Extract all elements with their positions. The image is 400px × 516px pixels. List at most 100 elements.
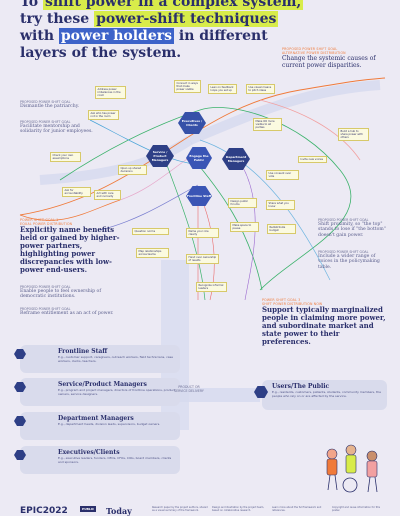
- goal-text: Enable people to feel ownership of democ…: [20, 289, 102, 300]
- hexagon-icon: [14, 450, 26, 460]
- footer-text: Design and illustration by the project t…: [212, 506, 265, 512]
- band-desc: E.g., department heads, division leads, …: [58, 422, 161, 426]
- goal-tag: Proposed power shift goal: [282, 47, 338, 51]
- band-title: Users/The Public: [272, 383, 330, 390]
- technique-note: Ask for accountability: [62, 187, 91, 198]
- headline-highlight: power-shift techniques: [94, 11, 279, 27]
- goal-tag: Power shift goal 3: [262, 298, 301, 302]
- technique-note: Make space to pause: [230, 222, 259, 233]
- band-executives: Executives/Clients E.g., executive leade…: [14, 446, 180, 474]
- headline-text: layers of the system.: [20, 45, 182, 61]
- footer-brand: Today: [106, 506, 132, 516]
- goal-label: Equal power distribution: [20, 222, 73, 226]
- headline-text: with: [20, 28, 59, 44]
- right-goal: Proposed power shift goal Shift proximit…: [318, 218, 388, 238]
- delivery-label: Product or service delivery: [174, 385, 204, 393]
- band-title: Department Managers: [58, 415, 134, 422]
- technique-note: Build a hub to share power with others: [338, 128, 369, 142]
- band-desc: E.g., customer support, caregivers, outr…: [58, 355, 173, 363]
- technique-note: Hand over ownership of results: [186, 254, 219, 265]
- band-title: Frontline Staff: [58, 348, 108, 355]
- top-right-goal: Proposed power shift goal Alternative po…: [282, 47, 387, 69]
- technique-note: Connect in ways that make power visible: [174, 80, 201, 94]
- band-desc: E.g., executive leaders, funders, CEOs, …: [58, 456, 172, 464]
- goal-text: Dismantle the patriarchy.: [20, 104, 80, 109]
- goal-label: Alternative power distribution: [282, 51, 346, 55]
- footer-logo: EPIC2022: [20, 506, 68, 516]
- technique-note: Use visual means to pitch ideas: [246, 84, 275, 95]
- technique-note: Question norms: [132, 228, 169, 236]
- technique-note: Address power imbalances in the room: [95, 86, 126, 100]
- left-goal: Proposed power shift goal Reframe entitl…: [20, 307, 125, 316]
- band-desc: E.g., residents, customers, patients, st…: [272, 390, 381, 398]
- band-service: Service/Product Managers E.g., program a…: [14, 378, 180, 406]
- goal-text: Shift proximity, so "the top" stands to …: [318, 222, 386, 238]
- headline: To shift power in a complex system, try …: [20, 0, 320, 62]
- band-users: Users/The Public E.g., residents, custom…: [254, 380, 387, 410]
- node-executives[interactable]: Executives / Clients: [178, 112, 206, 134]
- technique-note: Open up shared decisions: [118, 165, 147, 176]
- node-service[interactable]: Service / Product Managers: [146, 145, 174, 167]
- technique-note: Recognize informal leaders: [196, 282, 227, 293]
- technique-note: Map relationships across teams: [136, 248, 169, 259]
- orange-path: [19, 77, 386, 216]
- technique-note: Invite new voices: [298, 156, 327, 164]
- goal-tag: Proposed power shift goal: [20, 307, 71, 311]
- goal-text: Include a wider range of voices in the p…: [318, 254, 380, 270]
- left-goal: Proposed power shift goal Dismantle the …: [20, 100, 100, 109]
- band-department: Department Managers E.g., department hea…: [14, 412, 180, 440]
- node-department[interactable]: Department Managers: [222, 148, 250, 170]
- hexagon-icon: [254, 386, 268, 398]
- technique-note: Redistribute budget: [267, 224, 296, 235]
- goal-tag: Proposed power shift goal: [20, 285, 71, 289]
- blue-path: [89, 119, 201, 166]
- goal-text: Reframe entitlement as an act of power.: [20, 311, 114, 316]
- technique-note: Ask who has power not in the room: [88, 110, 119, 121]
- goal-label: Shift power distribution now: [262, 302, 323, 306]
- left-main-goal: Power shift goal 1 Equal power distribut…: [20, 218, 132, 274]
- band-title: Executives/Clients: [58, 449, 120, 456]
- headline-text: To: [20, 0, 44, 10]
- pink-path: [259, 99, 361, 161]
- goal-tag: Power shift goal 1: [20, 218, 59, 222]
- purple-path: [99, 184, 199, 231]
- right-main-goal: Power shift goal 3 Shift power distribut…: [262, 298, 390, 346]
- technique-note: Act with care and curiosity: [94, 190, 121, 201]
- hexagon-icon: [14, 382, 26, 392]
- left-goal: Proposed power shift goal Enable people …: [20, 285, 125, 300]
- footer-text: Learn more about the full framework and …: [272, 506, 322, 512]
- technique-note: Lean on feedback loops you set up: [208, 84, 237, 95]
- hexagon-icon: [14, 349, 26, 359]
- technique-note: Check your own assumptions: [50, 152, 81, 163]
- technique-note: Name your role clearly: [186, 228, 219, 239]
- orange-path: [19, 199, 121, 221]
- technique-note: Design public forums: [228, 198, 257, 209]
- left-goal: Proposed power shift goal Facilitate men…: [20, 120, 100, 135]
- hexagon-icon: [14, 416, 26, 426]
- band-frontline: Frontline Staff E.g., customer support, …: [14, 345, 180, 373]
- goal-tag: Proposed power shift goal: [318, 218, 369, 222]
- goal-text: Change the systemic causes of current po…: [282, 55, 376, 69]
- goal-text: Facilitate mentorship and solidarity for…: [20, 124, 93, 135]
- band-desc: E.g., program and project managers, dire…: [58, 388, 176, 396]
- node-frontline[interactable]: Frontline Staff: [186, 186, 212, 206]
- people-illustration: [326, 444, 378, 493]
- footer-text: Research paper by the project authors, s…: [152, 506, 208, 512]
- node-public[interactable]: Engage the Public: [186, 147, 212, 169]
- band-title: Service/Product Managers: [58, 381, 147, 388]
- purple-path: [234, 154, 256, 301]
- headline-text: in different: [174, 28, 268, 44]
- footer: EPIC2022 PUBLIC Today Research paper by …: [20, 500, 392, 516]
- goal-text: Support typically marginalized people in…: [262, 305, 386, 346]
- blue-path: [199, 139, 331, 281]
- technique-note: Share what you know: [266, 200, 295, 211]
- technique-note: Make OR more visible to all parties: [253, 118, 282, 132]
- goal-tag: Proposed power shift goal: [318, 250, 369, 254]
- footer-logo-box: PUBLIC: [80, 506, 97, 512]
- headline-highlight: power holders: [58, 28, 175, 44]
- lane: [188, 80, 381, 145]
- headline-highlight: shift power in a complex system,: [43, 0, 304, 10]
- technique-note: Use consent over vote: [266, 170, 299, 181]
- footer-text: Copyright and reuse information for this…: [332, 506, 381, 512]
- goal-tag: Proposed power shift goal: [20, 100, 71, 104]
